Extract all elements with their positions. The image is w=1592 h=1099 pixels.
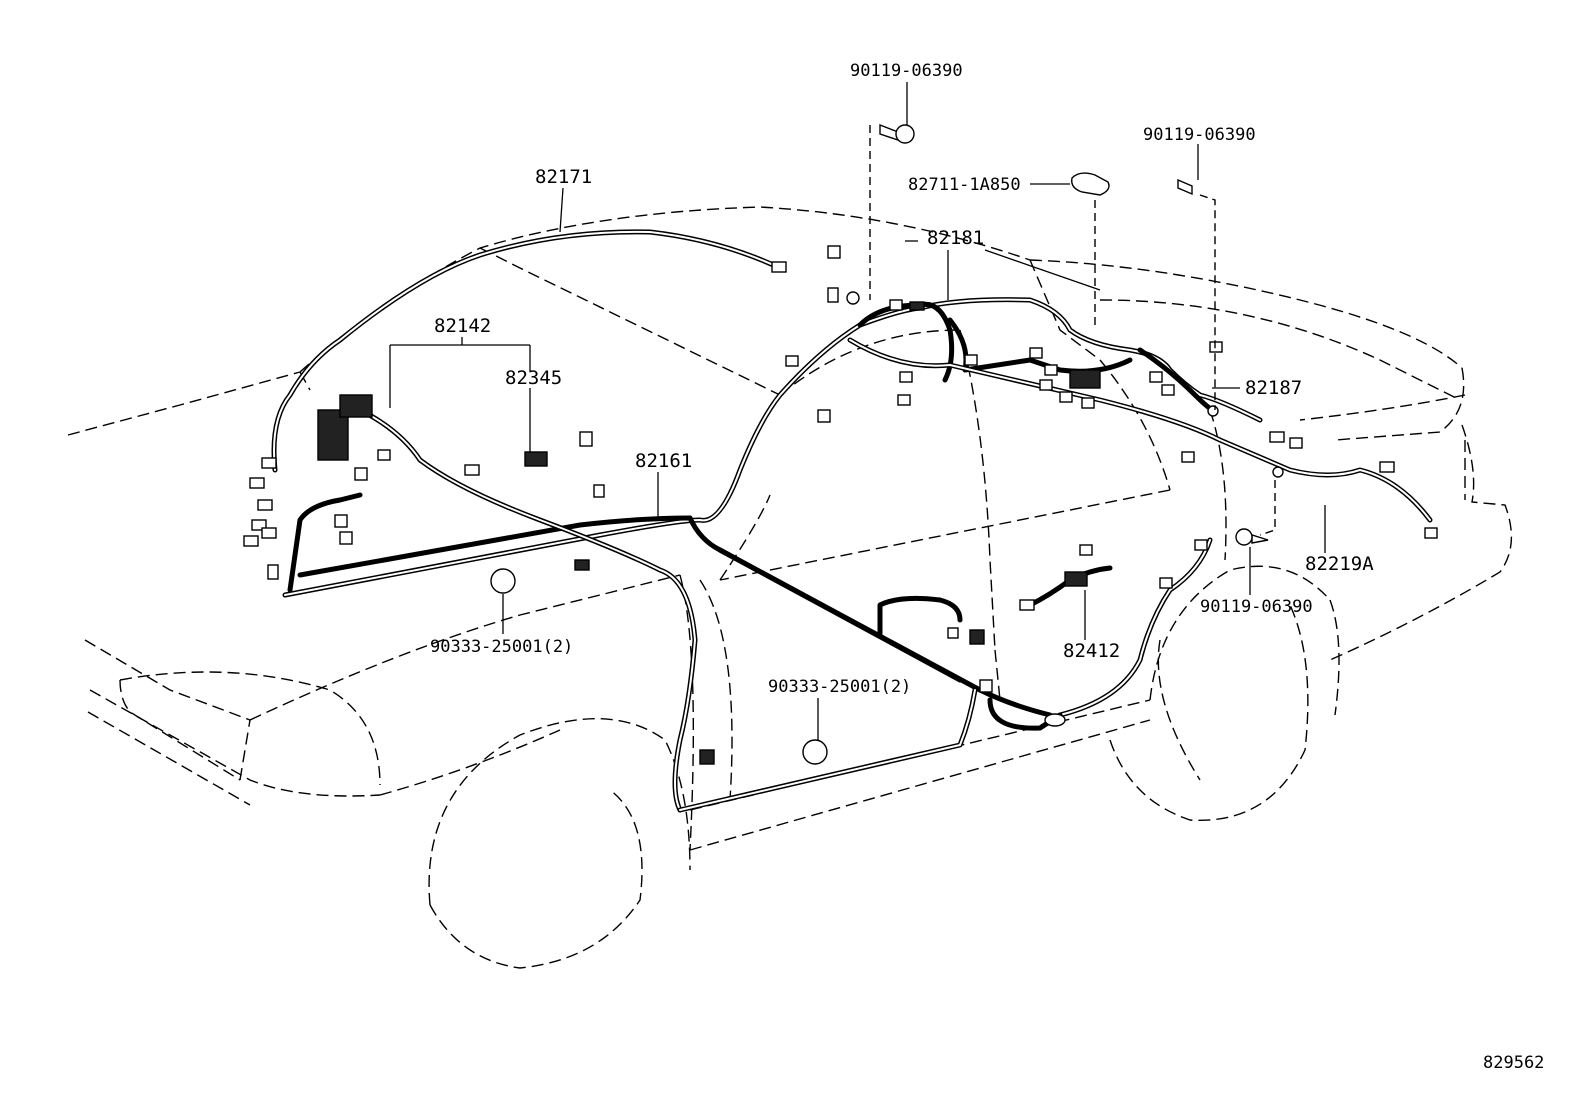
part-labels: 90119-06390 90119-06390 82711-1A850 8217… xyxy=(430,61,1544,1073)
label-82142: 82142 xyxy=(434,315,491,337)
label-plug-front: 90333-25001(2) xyxy=(430,637,573,657)
label-82161: 82161 xyxy=(635,450,692,472)
label-82219a: 82219A xyxy=(1305,553,1374,575)
label-82412: 82412 xyxy=(1063,640,1120,662)
label-82187: 82187 xyxy=(1245,377,1302,399)
label-bolt-bottom: 90119-06390 xyxy=(1200,597,1313,617)
label-82345: 82345 xyxy=(505,367,562,389)
label-82171: 82171 xyxy=(535,166,592,188)
label-82181: 82181 xyxy=(927,227,984,249)
leader-lines xyxy=(389,82,1326,740)
figure-number: 829562 xyxy=(1483,1053,1544,1073)
label-bolt-top: 90119-06390 xyxy=(850,61,963,81)
label-bolt-right: 90119-06390 xyxy=(1143,125,1256,145)
connectors xyxy=(243,123,1438,765)
harness-lines xyxy=(271,229,1433,813)
label-plug-mid: 90333-25001(2) xyxy=(768,677,911,697)
label-82711: 82711-1A850 xyxy=(908,175,1021,195)
